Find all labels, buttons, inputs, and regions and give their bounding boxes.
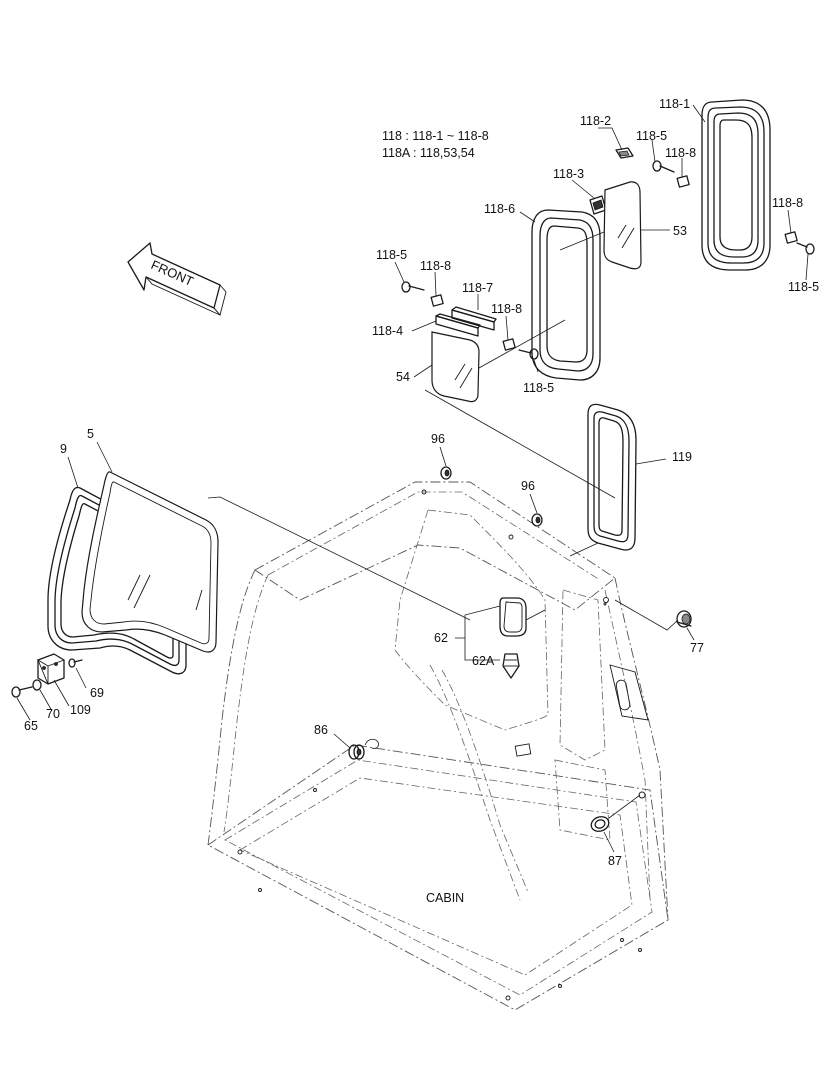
window-seal-118-1 bbox=[701, 99, 771, 271]
callout-118-4: 118-4 bbox=[372, 324, 403, 338]
callout-86: 86 bbox=[314, 723, 328, 737]
plug-62A bbox=[502, 653, 520, 679]
cabin-frame bbox=[207, 481, 669, 1011]
callout-118-8-mid: 118-8 bbox=[491, 302, 522, 316]
callout-labels: 118-1 118-2 118-5 118-8 118-3 118-8 118-… bbox=[24, 97, 819, 868]
callout-69: 69 bbox=[90, 686, 104, 700]
nut-118-8-right bbox=[784, 231, 798, 244]
latch-block-109 bbox=[37, 653, 65, 685]
note-118A: 118A : 118,53,54 bbox=[382, 146, 475, 160]
cabin-label: CABIN bbox=[426, 891, 464, 905]
front-arrow-label: FRONT bbox=[149, 257, 196, 289]
window-frame-118-6 bbox=[531, 209, 601, 381]
nut-118-8-mid bbox=[502, 338, 516, 351]
note-118: 118 : 118-1 ~ 118-8 bbox=[382, 129, 489, 143]
screw-118-5-right bbox=[796, 242, 815, 255]
callout-96-b: 96 bbox=[521, 479, 535, 493]
front-arrow: FRONT bbox=[127, 242, 227, 316]
washer-69 bbox=[68, 658, 83, 668]
grommet-87 bbox=[590, 816, 610, 832]
callout-118-3: 118-3 bbox=[553, 167, 584, 181]
callout-54: 54 bbox=[396, 370, 410, 384]
leader-lines bbox=[16, 104, 809, 853]
bolt-65 bbox=[11, 686, 33, 698]
callout-77: 77 bbox=[690, 641, 704, 655]
handle-62 bbox=[499, 597, 527, 637]
callout-118-5-top: 118-5 bbox=[636, 129, 667, 143]
callout-62A: 62A bbox=[472, 654, 495, 668]
callout-109: 109 bbox=[70, 703, 91, 717]
callout-9: 9 bbox=[60, 442, 67, 456]
callout-119: 119 bbox=[672, 450, 692, 464]
screw-118-5-mid bbox=[518, 348, 539, 360]
callout-65: 65 bbox=[24, 719, 38, 733]
callout-118-8-left: 118-8 bbox=[420, 259, 451, 273]
callout-118-8-right: 118-8 bbox=[772, 196, 803, 210]
callout-5: 5 bbox=[87, 427, 94, 441]
nut-118-8-top bbox=[676, 175, 690, 188]
callout-118-5-right: 118-5 bbox=[788, 280, 819, 294]
callout-118-1: 118-1 bbox=[659, 97, 690, 111]
grommet-96-a bbox=[440, 466, 452, 480]
rail-118-7 bbox=[451, 306, 497, 331]
callout-118-7: 118-7 bbox=[462, 281, 493, 295]
glass-5 bbox=[81, 471, 219, 653]
callout-118-5-mid: 118-5 bbox=[523, 381, 554, 395]
screw-118-5-left bbox=[401, 281, 425, 293]
callout-53: 53 bbox=[673, 224, 687, 238]
callout-118-5-left: 118-5 bbox=[376, 248, 407, 262]
washer-70 bbox=[32, 679, 42, 691]
callout-118-2: 118-2 bbox=[580, 114, 611, 128]
callout-87: 87 bbox=[608, 854, 622, 868]
cap-77 bbox=[676, 610, 692, 628]
glass-54 bbox=[431, 331, 480, 403]
latch-118-3 bbox=[589, 195, 607, 215]
callout-70: 70 bbox=[46, 707, 60, 721]
glass-53 bbox=[603, 181, 642, 270]
grommet-96-b bbox=[531, 513, 543, 527]
callout-62: 62 bbox=[434, 631, 448, 645]
callout-96-a: 96 bbox=[431, 432, 445, 446]
bushing-86 bbox=[348, 744, 365, 760]
screw-118-5-top bbox=[652, 160, 675, 173]
seal-119 bbox=[587, 403, 637, 551]
nut-118-8-left bbox=[430, 294, 444, 307]
rail-118-4 bbox=[435, 313, 481, 337]
callout-118-6: 118-6 bbox=[484, 202, 515, 216]
callout-118-8-top: 118-8 bbox=[665, 146, 696, 160]
clip-118-2 bbox=[615, 147, 634, 159]
